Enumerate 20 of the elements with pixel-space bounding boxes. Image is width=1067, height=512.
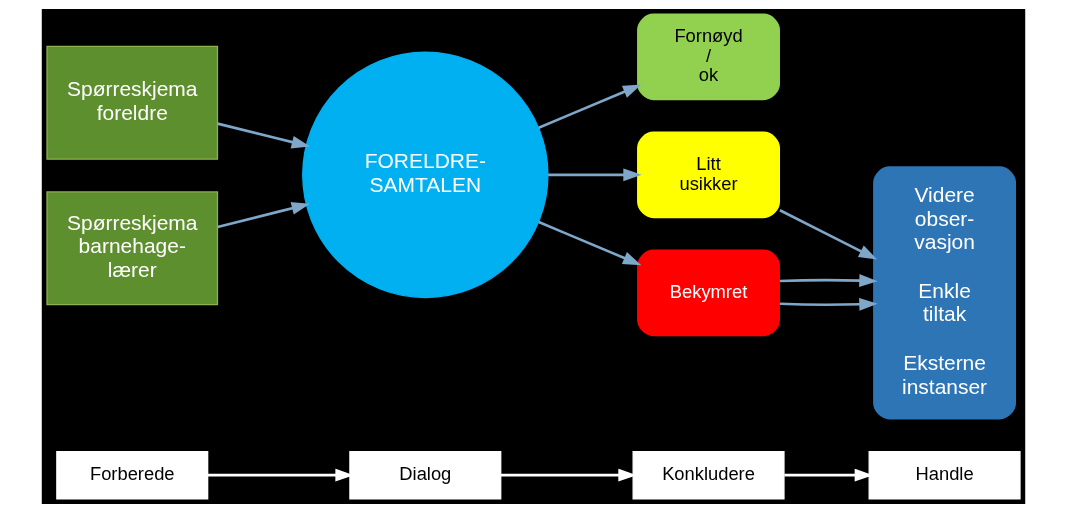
node-box: Spørreskjema barnehage- lærer [46, 190, 219, 305]
node-box: Dialog [349, 450, 502, 499]
arrow [779, 208, 878, 259]
node-box: Forberede [56, 450, 209, 499]
arrow [779, 297, 878, 311]
node-box: Fornøyd / ok [637, 13, 780, 100]
arrow [217, 201, 310, 228]
arrow [538, 84, 642, 129]
node-box: Spørreskjema foreldre [46, 45, 219, 160]
node-box: Bekymret [637, 249, 780, 336]
node-box: Litt usikker [637, 131, 780, 218]
arrow [548, 167, 642, 181]
node-box: Handle [868, 450, 1021, 499]
node-box: Konkludere [632, 450, 785, 499]
arrow [538, 220, 642, 265]
arrow [500, 468, 637, 482]
node-circle: FORELDRE- SAMTALEN [302, 51, 549, 298]
arrow [217, 121, 310, 148]
node-box: Videre obser- vasjon Enkle tiltak Eksterne instanser [873, 165, 1017, 419]
arrow [779, 273, 878, 287]
